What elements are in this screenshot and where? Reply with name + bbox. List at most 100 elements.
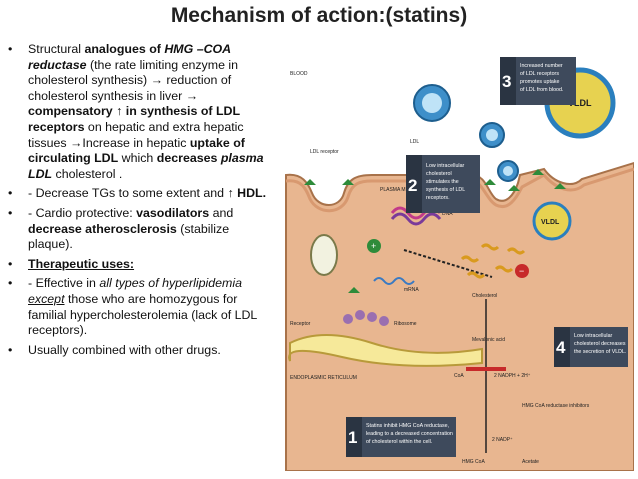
b1-t6: on hepatic and extra hepatic tissues →In…	[28, 119, 244, 150]
b5-t4: those who are homozygous for familial hy…	[28, 291, 257, 338]
callout-box-1-bg	[346, 417, 456, 457]
b3-t4: decrease atherosclerosis	[28, 221, 177, 236]
callout-box-2: 2 Low intracellular cholesterol stimulat…	[406, 155, 480, 213]
cholesterol-molecules	[460, 243, 526, 279]
callout-4-number: 4	[556, 338, 566, 357]
callout-4-line: cholesterol decreases	[574, 341, 626, 347]
ldl-particle-core	[422, 93, 442, 113]
bullet-dot: •	[8, 256, 13, 271]
minus-sign: −	[519, 266, 524, 276]
b1-t9: decreases	[156, 151, 221, 166]
b5-t3: except	[28, 291, 65, 306]
callout-3-line: of LDL from blood.	[520, 87, 563, 93]
b3-t1: - Cardio protective:	[28, 205, 137, 220]
callout-2-line: stimulates the	[426, 179, 459, 185]
hmg-inhibitors-label: HMG CoA reductase inhibitors	[522, 403, 590, 409]
dna-label: DNA	[442, 211, 453, 217]
b5-t1: - Effective in	[28, 276, 100, 291]
nadph-label: 2 NADPH + 2H⁺	[494, 373, 531, 379]
callout-3-line: of LDL receptors	[520, 71, 559, 77]
ldl-receptor-icon	[484, 179, 496, 185]
callout-box-1: 1 Statins inhibit HMG CoA reductase, lea…	[346, 417, 456, 457]
bullet-dot: •	[8, 42, 13, 56]
endoplasmic-reticulum	[288, 334, 483, 367]
b6-t1: Usually combined with other drugs.	[28, 342, 221, 357]
bullet-dot: •	[8, 186, 13, 201]
b1-t1: Structural	[28, 42, 85, 56]
inhibition-bar	[466, 367, 506, 371]
callout-1-number: 1	[348, 428, 357, 447]
b1-t4: (the rate limiting enzyme in cholesterol…	[28, 57, 239, 103]
callout-2-line: synthesis of LDL	[426, 187, 465, 193]
bullet-dot: •	[8, 205, 13, 220]
bullet-list: • Structural analogues of HMG –COA reduc…	[8, 42, 276, 362]
hmg-coa-label: HMG CoA	[462, 459, 485, 465]
mrna-label: mRNA	[404, 287, 419, 293]
callout-1-line: Statins inhibit HMG CoA reductase,	[366, 423, 449, 429]
er-label: ENDOPLASMIC RETICULUM	[290, 375, 357, 381]
feedback-arrow	[403, 249, 493, 278]
bullet-dot: •	[8, 276, 13, 291]
b1-t8: which	[118, 151, 157, 166]
acetate-label: Acetate	[522, 459, 539, 465]
callout-2-line: receptors.	[426, 195, 450, 201]
receptor-label: Receptor	[290, 321, 311, 327]
ldl-receptor-label: LDL receptor	[310, 149, 339, 155]
callout-box-3: 3 Increased number of LDL receptors prom…	[500, 57, 576, 105]
b3-t5: (stabilize plaque).	[28, 221, 230, 252]
statin-mechanism-diagram: VLDL VLDL + − BLOOD LDL LDL receptor PLA…	[282, 43, 634, 471]
b1-t7: uptake of circulating LDL	[28, 135, 245, 166]
plus-regulation-icon	[367, 239, 381, 253]
minus-regulation-icon	[515, 264, 529, 278]
b2-t2: ↑ HDL.	[227, 186, 267, 201]
mrna-strand	[373, 277, 415, 285]
cholesterol-label: Cholesterol	[472, 293, 497, 299]
bullet-cardio: • - Cardio protective: vasodilators and …	[8, 206, 276, 253]
bullet-tgs: • - Decrease TGs to some extent and ↑ HD…	[8, 186, 276, 202]
b4-t1: Therapeutic uses:	[28, 256, 135, 271]
b2-t1: - Decrease TGs to some extent and	[28, 186, 228, 201]
vldl-particle	[532, 201, 572, 241]
ldl-receptor-icon	[304, 179, 316, 185]
bullet-effective: • - Effective in all types of hyperlipid…	[8, 276, 276, 338]
ldl-receptor-icon	[554, 183, 566, 189]
bullet-dot: •	[8, 342, 13, 357]
callout-3-number: 3	[502, 72, 511, 91]
callout-1-line: of cholesterol within the cell.	[366, 439, 432, 445]
b1-t2: analogues of	[84, 42, 165, 56]
callout-2-line: Low intracellular	[426, 163, 465, 169]
callout-1-line: leading to a decreased concentration	[366, 431, 453, 437]
ribosome-icon	[343, 314, 353, 324]
mevalonic-acid-label: Mevalonic acid	[472, 337, 505, 343]
callout-3-line: Increased number	[520, 63, 563, 69]
b1-t10: plasma LDL	[28, 151, 264, 181]
coa-label: CoA	[454, 373, 464, 379]
ldl-receptor-icon	[532, 169, 544, 175]
vldl-label-top: VLDL	[568, 98, 592, 108]
ldl-receptor-icon	[508, 185, 520, 191]
b1-t11: cholesterol .	[52, 166, 123, 181]
ldl-label: LDL	[410, 139, 419, 145]
ldl-receptor-icon	[342, 179, 354, 185]
callout-2-number: 2	[408, 176, 417, 195]
callout-box-4: 4 Low intracellular cholesterol decrease…	[554, 327, 628, 367]
bullet-mechanism: • Structural analogues of HMG –COA reduc…	[8, 42, 276, 182]
vldl-label-mid: VLDL	[541, 219, 560, 226]
bullet-combined: • Usually combined with other drugs.	[8, 343, 276, 359]
callout-2-line: cholesterol	[426, 171, 452, 177]
plasma-membrane-label: PLASMA MEMBRANE	[380, 187, 431, 193]
callout-3-line: promotes uptake	[520, 79, 560, 85]
blood-label: BLOOD	[290, 71, 308, 77]
callout-4-line: the secretion of VLDL.	[574, 349, 626, 355]
b1-t3: HMG –COA reductase	[28, 42, 231, 72]
b3-t2: vasodilators	[136, 205, 210, 220]
b5-t2: all types of hyperlipidemia	[99, 276, 242, 291]
b3-t3: and	[209, 205, 234, 220]
callout-4-line: Low intracellular	[574, 333, 613, 339]
plus-sign: +	[371, 241, 376, 251]
b1-t5: compensatory ↑ in synthesis of LDL recep…	[28, 104, 240, 134]
nadp-label: 2 NADP⁺	[492, 437, 513, 443]
ribosome-label: Ribosome	[394, 321, 417, 327]
slide-title: Mechanism of action:(statins)	[170, 4, 468, 27]
dna-strand	[390, 212, 442, 226]
